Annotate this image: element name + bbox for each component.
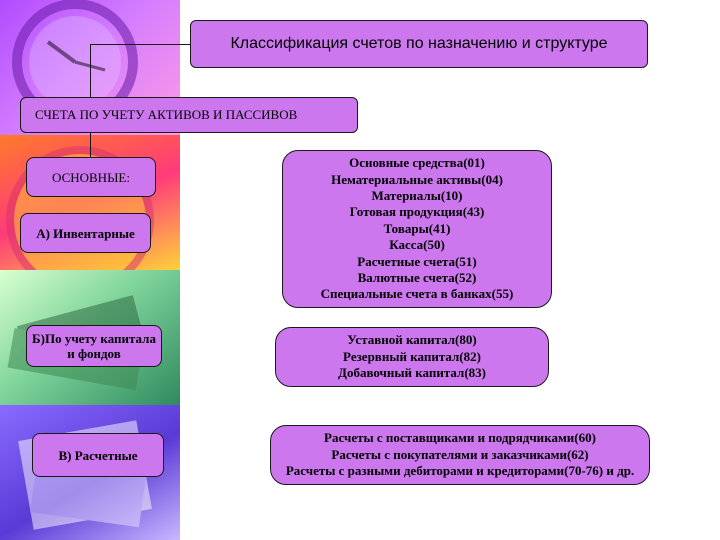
capital-items-box: Уставной капитал(80) Резервный капитал(8… [275,327,549,387]
inventory-item: Расчетные счета(51) [357,253,477,269]
inventory-item: Товары(41) [383,220,451,236]
inventory-item: Готовая продукция(43) [349,204,485,220]
inventory-item: Касса(50) [389,237,445,253]
basic-accounts-text: ОСНОВНЫЕ: [52,169,130,185]
main-group-text: СЧЕТА ПО УЧЕТУ АКТИВОВ И ПАССИВОВ [35,107,298,122]
settlement-accounts-box: В) Расчетные [32,433,164,477]
inventory-accounts-box: А) Инвентарные [20,213,151,253]
settlement-accounts-text: В) Расчетные [58,447,138,463]
main-group-box: СЧЕТА ПО УЧЕТУ АКТИВОВ И ПАССИВОВ [20,97,358,133]
inventory-item: Материалы(10) [371,187,463,203]
divider-bar [180,0,190,540]
diagram-title: Классификация счетов по назначению и стр… [190,20,648,68]
settlement-item: Расчеты с покупателями и заказчиками(62) [331,446,589,462]
inventory-item: Специальные счета в банках(55) [320,286,514,302]
basic-accounts-box: ОСНОВНЫЕ: [26,157,156,197]
connector-title-to-main-v [90,44,91,97]
settlement-items-box: Расчеты с поставщиками и подрядчиками(60… [270,425,650,485]
inventory-accounts-text: А) Инвентарные [36,225,135,241]
settlement-item: Расчеты с поставщиками и подрядчиками(60… [324,430,596,446]
capital-accounts-text: Б)По учету капитала и фондов [32,331,156,361]
inventory-item: Валютные счета(52) [357,270,477,286]
connector-main-to-basic [90,133,91,157]
connector-title-to-main-h [90,44,190,45]
inventory-item: Нематериальные активы(04) [331,171,503,187]
diagram-title-text: Классификация счетов по назначению и стр… [230,35,608,52]
inventory-items-box: Основные средства(01) Нематериальные акт… [282,150,552,308]
capital-item: Уставной капитал(80) [347,332,477,348]
capital-accounts-box: Б)По учету капитала и фондов [26,325,162,367]
capital-item: Резервный капитал(82) [343,348,481,364]
settlement-item: Расчеты с разными дебиторами и кредитора… [285,463,635,479]
capital-item: Добавочный капитал(83) [338,365,486,381]
inventory-item: Основные средства(01) [349,155,485,171]
